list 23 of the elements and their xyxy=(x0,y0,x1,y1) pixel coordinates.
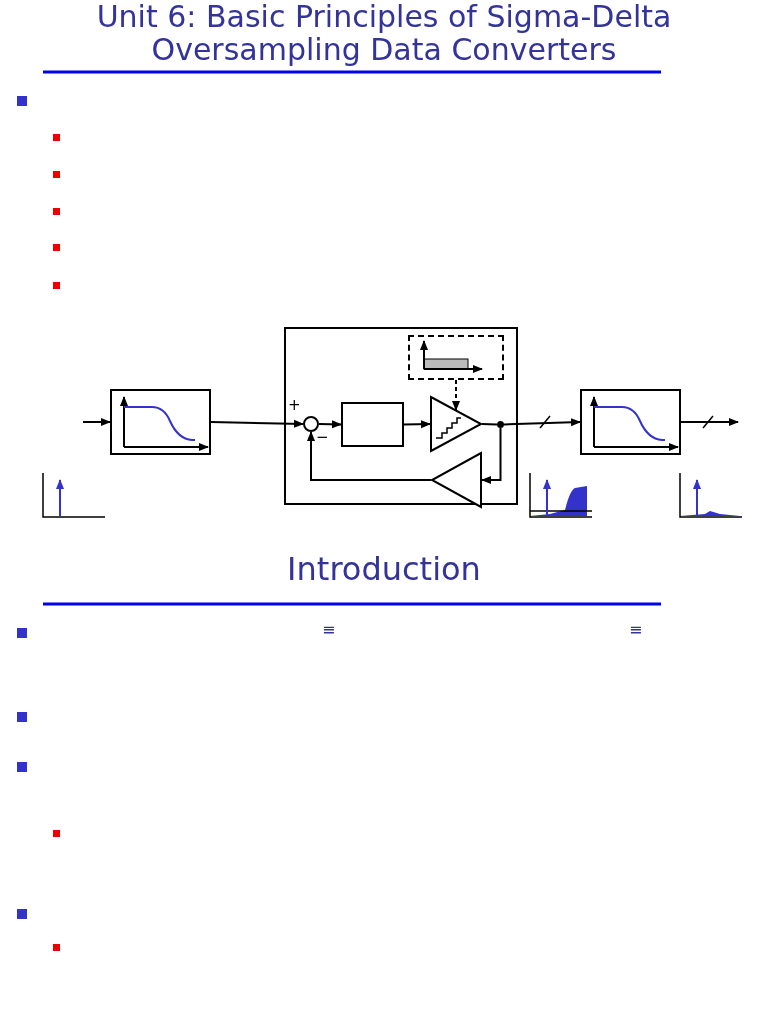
section-heading: Introduction xyxy=(286,550,482,588)
dac-symbol xyxy=(431,452,482,508)
plus-sign: + xyxy=(288,396,301,414)
slide-title: Unit 6: Basic Principles of Sigma-Delta Oversampling Data Converters xyxy=(95,0,673,66)
loop-filter-block xyxy=(341,402,404,447)
equivalence-sign: ≡ xyxy=(322,620,336,639)
arrow xyxy=(503,415,581,429)
junction-dot xyxy=(497,421,504,428)
decimation-filter-block xyxy=(580,389,681,455)
arrow xyxy=(82,418,111,426)
arrow xyxy=(307,431,432,481)
summing-junction xyxy=(303,416,319,432)
arrow xyxy=(680,415,739,429)
noise-source-block xyxy=(408,335,504,380)
arrow xyxy=(318,420,342,429)
equivalence-sign: ≡ xyxy=(629,620,643,639)
lowpass-filter-block xyxy=(110,389,211,455)
minus-sign: − xyxy=(316,428,329,446)
quantizer-symbol xyxy=(430,396,482,452)
arrow xyxy=(481,427,502,484)
arrow xyxy=(403,420,431,429)
arrow xyxy=(452,379,460,411)
arrow xyxy=(210,419,304,428)
